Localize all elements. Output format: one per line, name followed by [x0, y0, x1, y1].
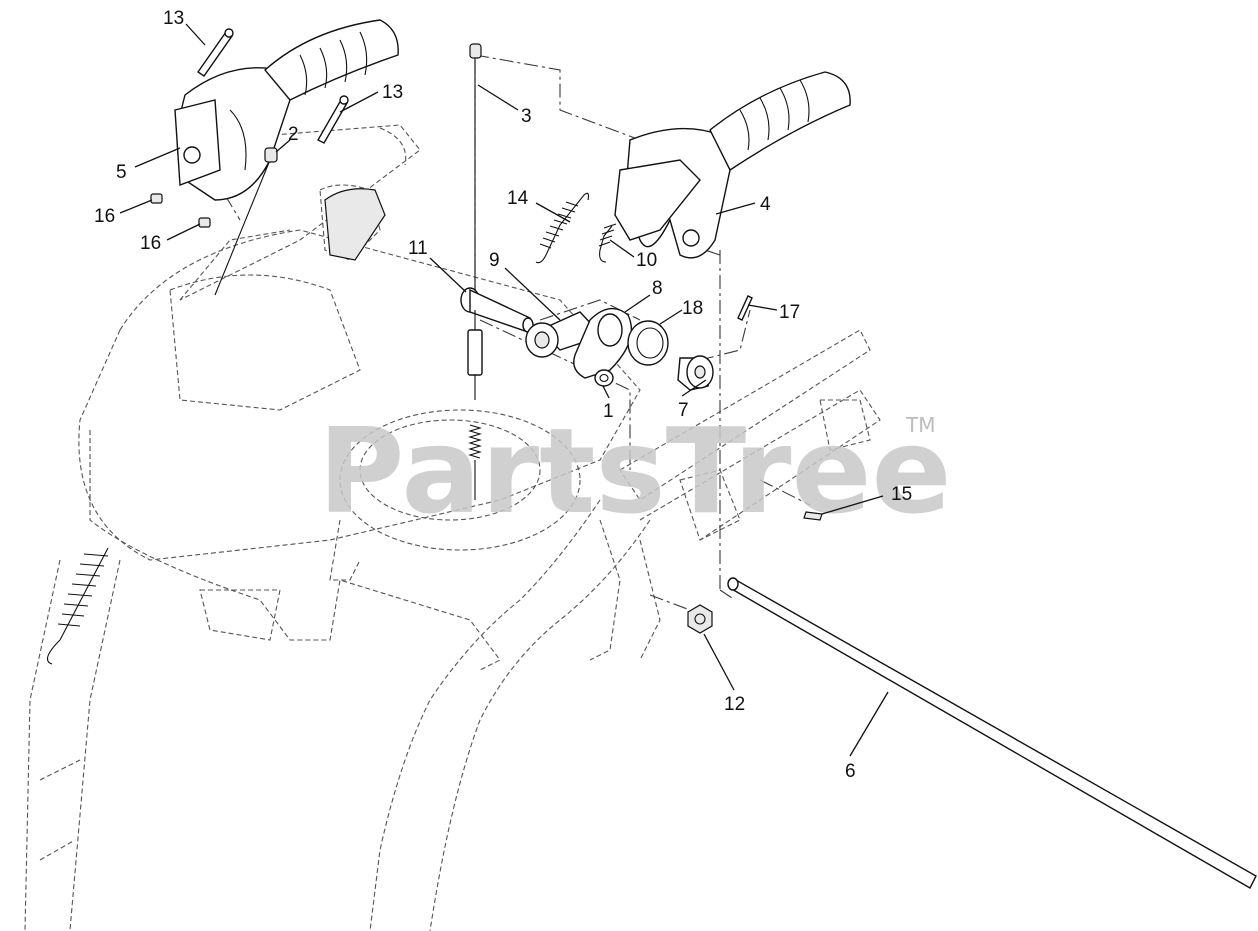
- callout-13-upper: 13: [163, 8, 184, 29]
- spacer-7: [677, 355, 714, 391]
- callout-5: 5: [116, 162, 127, 183]
- nut-12: [687, 604, 713, 634]
- pin-13-right: [317, 95, 349, 144]
- leader-lines: [119, 23, 889, 757]
- bushing-16-upper: [150, 193, 163, 204]
- callout-1: 1: [603, 401, 614, 422]
- washer-1: [594, 369, 614, 387]
- callout-13-right: 13: [382, 82, 403, 103]
- watermark-text: PartsTree: [318, 402, 952, 540]
- pin-15: [803, 511, 823, 521]
- callout-7: 7: [678, 400, 689, 421]
- plate-8: [573, 307, 633, 379]
- callout-11: 11: [408, 238, 428, 259]
- cable-2: [214, 147, 278, 296]
- callout-17: 17: [779, 302, 800, 323]
- bolt-11: [460, 287, 534, 333]
- callout-3: 3: [521, 106, 532, 127]
- callout-6: 6: [845, 761, 856, 782]
- callout-15: 15: [891, 484, 912, 505]
- callout-10: 10: [636, 250, 657, 271]
- watermark: PartsTree TM: [318, 402, 952, 540]
- pin-13-upper: [197, 28, 234, 77]
- right-handle-4: [614, 71, 851, 259]
- callout-12: 12: [724, 694, 745, 715]
- spring-10: [598, 223, 617, 263]
- left-lever-5: [174, 19, 399, 201]
- bushing-16-lower: [198, 217, 211, 228]
- rod-connector: [467, 310, 483, 500]
- callout-4: 4: [760, 194, 771, 215]
- callout-14: 14: [507, 188, 529, 209]
- callout-16-upper: 16: [94, 206, 115, 227]
- callout-16-lower: 16: [140, 233, 161, 254]
- lower-spring: [46, 547, 109, 665]
- pin-17: [737, 295, 753, 321]
- shaft-6: [727, 577, 1257, 889]
- knob: [324, 188, 386, 261]
- callout-8: 8: [652, 278, 663, 299]
- spring-14: [535, 192, 590, 264]
- rod-3: [469, 43, 482, 290]
- watermark-trademark: TM: [905, 413, 935, 437]
- bearing-18: [627, 320, 669, 366]
- callouts: 13 13 2 3 5 16 16 14 10 4 11 9 8 18 17 1…: [94, 8, 912, 782]
- callout-9: 9: [489, 250, 500, 271]
- callout-2: 2: [288, 124, 299, 145]
- callout-18: 18: [682, 298, 703, 319]
